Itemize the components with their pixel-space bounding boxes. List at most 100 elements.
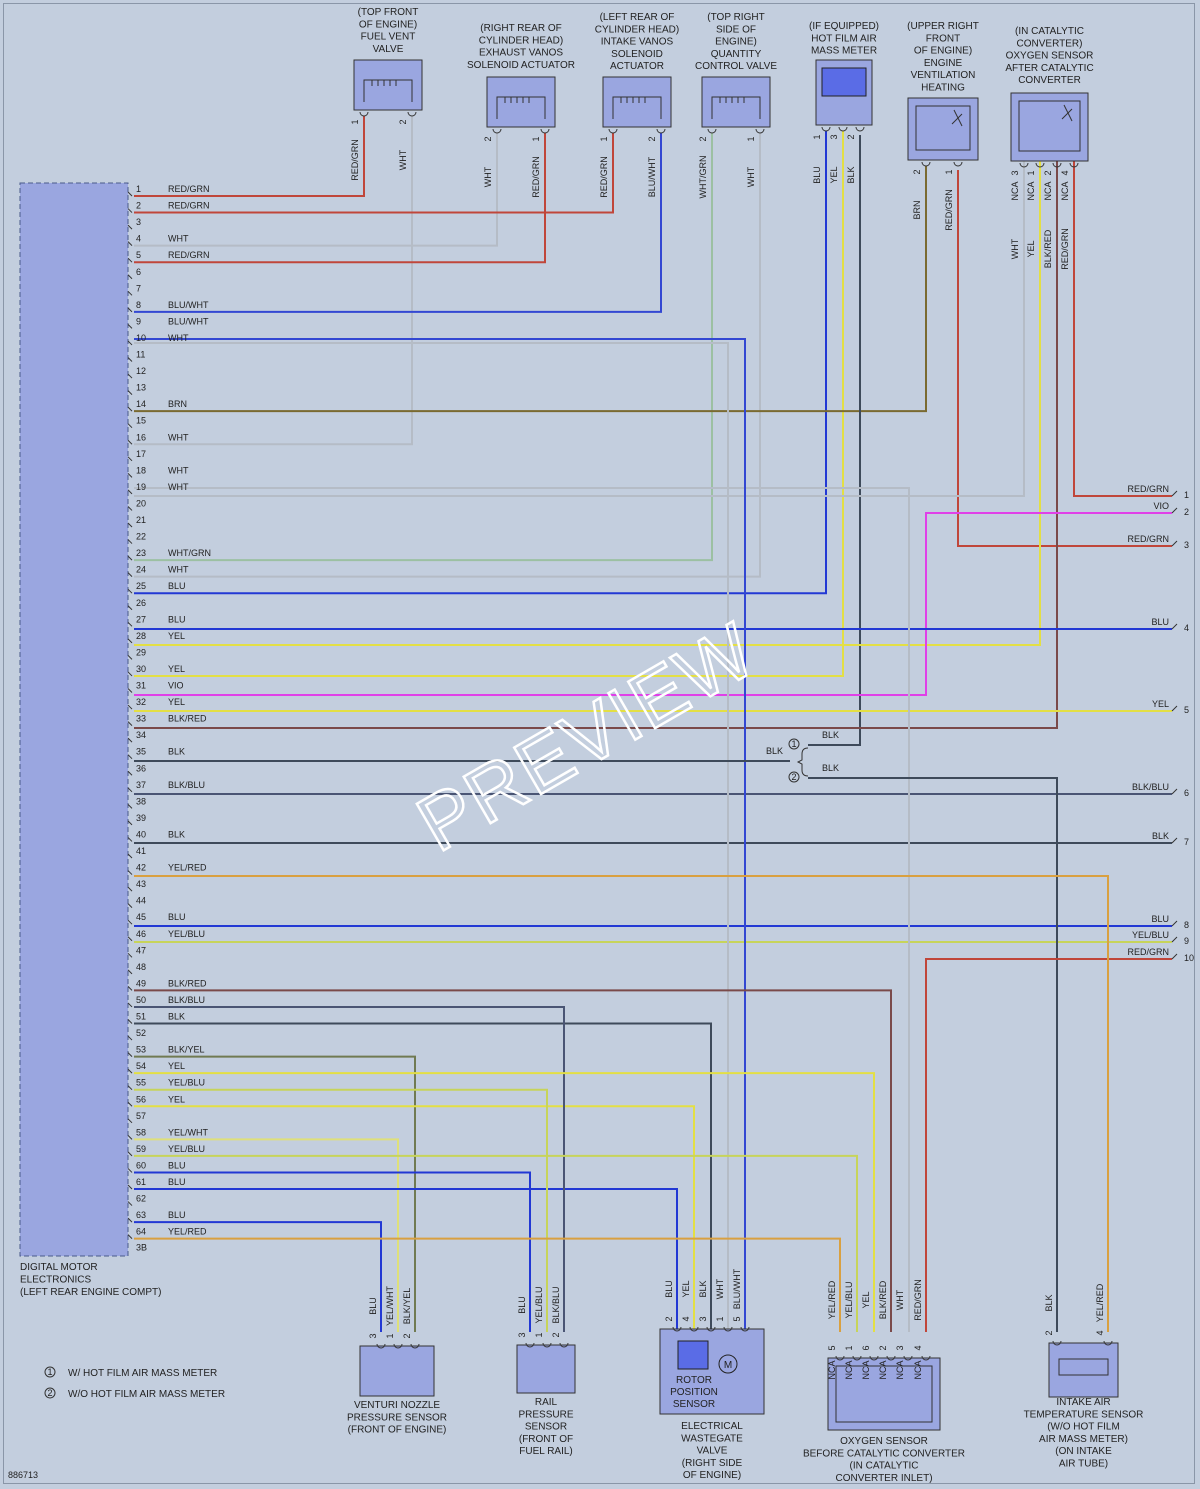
hfm-pin-color: YEL (829, 166, 839, 183)
ecm-pin-color: VIO (168, 681, 184, 691)
venturi-pin-number: 2 (402, 1333, 412, 1338)
int_vanos-caption: CYLINDER HEAD) (595, 24, 679, 35)
rail-pin-number: 3 (517, 1332, 527, 1337)
o2_before-pin (886, 1355, 896, 1361)
vent_heat-pin-number: 2 (912, 169, 922, 174)
ecm-pin-number: 9 (136, 316, 141, 326)
ecm-pin-number: 37 (136, 780, 146, 790)
motor-label: M (724, 1360, 732, 1371)
ecm-pin-number: 48 (136, 962, 146, 972)
ecm-pin-tick (127, 423, 133, 429)
ecm-pin-tick (127, 522, 133, 528)
o2_before-caption: CONVERTER INLET) (835, 1473, 932, 1484)
thermistor-icon (1058, 1358, 1109, 1376)
ecm-pin-tick (127, 1019, 133, 1024)
ecm-pin-tick (127, 952, 133, 958)
wastegate-pin (706, 1326, 716, 1332)
fuel_vent-pin (407, 111, 417, 117)
int_vanos-pin-number: 1 (599, 136, 609, 141)
ecm-pin-tick (127, 688, 133, 693)
vent_heat-caption: HEATING (921, 83, 965, 94)
solenoid-coil-icon (711, 96, 761, 119)
vio-wire (134, 512, 1172, 696)
ecm-pin-number: 55 (136, 1078, 146, 1088)
venturi-component (359, 1345, 435, 1397)
vent-heat-red-grn-wire (957, 170, 1172, 547)
right-connector-pin-color: YEL/BLU (1132, 930, 1169, 940)
wastegate-caption: WASTEGATE (681, 1433, 743, 1444)
o2_before-pin (869, 1355, 879, 1361)
ecm-pin-number: 52 (136, 1028, 146, 1038)
fuel_vent-caption: OF ENGINE) (359, 19, 417, 30)
wastegate-inner-label: POSITION (670, 1387, 718, 1398)
ecm-pin-tick (127, 274, 133, 280)
qty_ctrl-pin-color: WHT/GRN (698, 156, 708, 199)
o2-after-yel-wire (134, 160, 1041, 646)
exh_vanos-caption: (RIGHT REAR OF (480, 23, 561, 34)
ecm-pin-number: 47 (136, 945, 146, 955)
thermistor-icon (951, 109, 963, 127)
rail-pin-color: YEL/BLU (534, 1286, 544, 1323)
wastegate-caption: ELECTRICAL (681, 1421, 743, 1432)
right-connector-pin-color: BLK/BLU (1132, 782, 1169, 792)
vent_heat-caption: VENTILATION (911, 70, 976, 81)
fuel_vent-pin-color: WHT (398, 149, 408, 170)
ecm-pin-number: 22 (136, 532, 146, 542)
o2_after-pin-color: YEL (1026, 240, 1036, 257)
ecm-pin-color: BLK/YEL (168, 1045, 205, 1055)
right-connector-tick (1171, 936, 1178, 943)
ecm-pin-tick (127, 588, 133, 594)
fuel_vent-pin-number: 2 (398, 119, 408, 124)
ecm-pin-tick (127, 324, 133, 329)
ecm-pin-number: 60 (136, 1160, 146, 1170)
ecm-pin-number: 15 (136, 416, 146, 426)
hfm-pin-number: 1 (812, 134, 822, 139)
exh_vanos-pin-number: 2 (483, 136, 493, 141)
o2-after-red-grn-wire (1073, 160, 1172, 497)
o2_before-pin-color: WHT (895, 1289, 905, 1310)
iat-caption: INTAKE AIR (1056, 1397, 1110, 1408)
ecm-pin-number: 40 (136, 829, 146, 839)
right-connector-pin-number: 3 (1184, 540, 1189, 550)
venturi-pin-color: BLU (368, 1297, 378, 1315)
ecm-pin-tick (127, 572, 133, 578)
bottom-wire (134, 1221, 382, 1332)
bottom-wire (134, 1237, 841, 1332)
ecm-pin-number: 43 (136, 879, 146, 889)
ecm-pin-number: 21 (136, 515, 146, 525)
ecm-pin-tick (127, 1068, 133, 1074)
ecm-pin-number: 10 (136, 333, 146, 343)
ecm-pin-number: 54 (136, 1061, 146, 1071)
ecm-pin-color: WHT (168, 565, 189, 575)
ecm-pin-tick (127, 224, 133, 230)
fuel_vent-caption: VALVE (373, 44, 404, 55)
ecm-pin-color: BLU (168, 1177, 186, 1187)
ecm-pin-tick (127, 1151, 133, 1157)
venturi-pin-number: 3 (368, 1333, 378, 1338)
int_vanos-caption: ACTUATOR (610, 61, 664, 72)
wire-layer (134, 116, 1172, 1332)
o2_before-pin-tag: NCA (895, 1360, 905, 1379)
ecm-pin-color: YEL (168, 697, 185, 707)
right-connector-tick (1171, 705, 1178, 712)
int_vanos-pin (656, 128, 666, 134)
wastegate-wht-wire (134, 342, 729, 1332)
rail-component (516, 1344, 576, 1394)
o2-before-wht-wire (134, 487, 910, 1332)
ecm-pin-color: BLU (168, 1210, 186, 1220)
legend-text: W/O HOT FILM AIR MASS METER (68, 1389, 225, 1400)
qty_ctrl-wire (134, 133, 713, 562)
o2_after-caption: OXYGEN SENSOR (1006, 51, 1094, 62)
wastegate-pin-color: BLU (664, 1280, 674, 1298)
ecm-pin-color: WHT (168, 432, 189, 442)
ecm-pin-number: 19 (136, 482, 146, 492)
o2_after-pin-number: 1 (1026, 170, 1036, 175)
qty_ctrl-caption: CONTROL VALVE (695, 61, 777, 72)
ecm-pin-number: 57 (136, 1111, 146, 1121)
ecm-pin-color: BLU (168, 912, 186, 922)
venturi-caption: VENTURI NOZZLE (354, 1400, 440, 1411)
ecm-pin-tick (127, 290, 133, 296)
venturi-caption: PRESSURE SENSOR (347, 1412, 447, 1423)
exh_vanos-caption: SOLENOID ACTUATOR (467, 60, 575, 71)
ecm-pin-tick (127, 787, 133, 793)
